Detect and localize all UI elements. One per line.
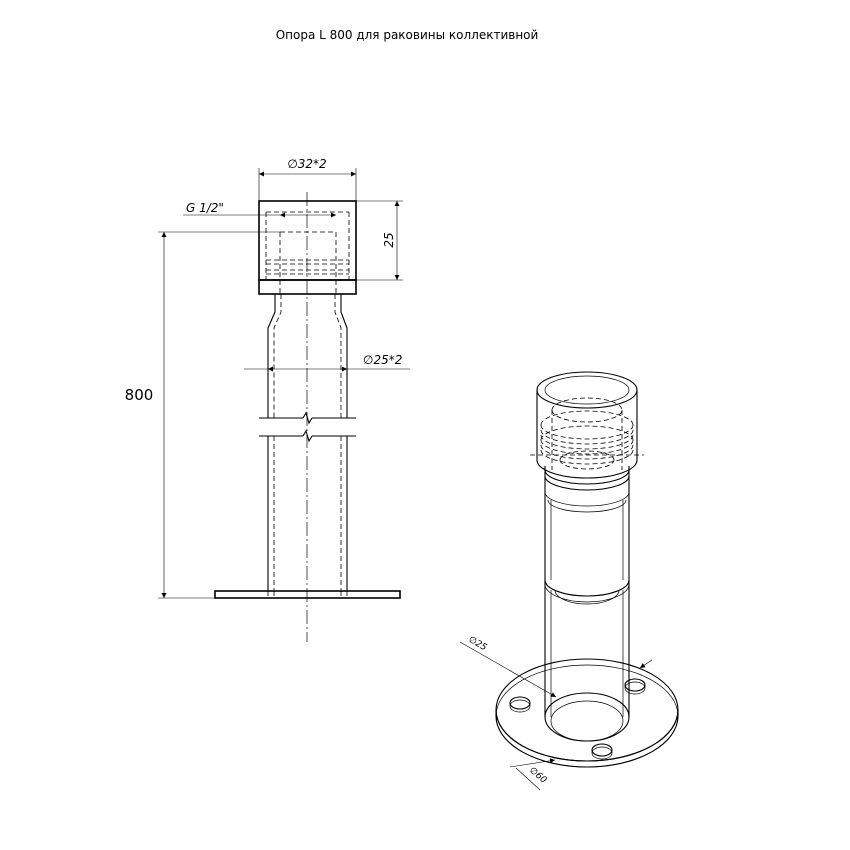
- iso-sleeve: [544, 491, 630, 605]
- dim-socket-height: 25: [356, 200, 403, 281]
- dim-socket-height-label: 25: [382, 232, 396, 247]
- iso-flange: [495, 658, 679, 768]
- pipe-lower: [267, 436, 348, 591]
- dim-thread: G 1/2": [183, 201, 336, 218]
- iso-dim-pipe-diameter-label: ∅25: [467, 635, 489, 653]
- iso-bolt-holes: [509, 678, 646, 760]
- iso-socket-cap: [530, 371, 644, 492]
- dim-length-label: 800: [125, 386, 154, 404]
- front-view: ∅32*2 G 1/2" 25 800 ∅25*2: [125, 157, 410, 642]
- pipe-upper: [267, 294, 348, 418]
- base-plate: [214, 590, 401, 599]
- dim-outer-diameter: ∅32*2: [258, 157, 357, 201]
- socket-cap: [258, 200, 357, 295]
- dim-length: 800: [125, 231, 280, 599]
- iso-dim-flange-diameter-label: ∅60: [527, 766, 548, 786]
- break-marks: [259, 411, 356, 443]
- dim-pipe-diameter: ∅25*2: [244, 353, 410, 372]
- iso-view: ∅25 ∅60: [459, 371, 679, 791]
- iso-pipe-lower: [544, 580, 630, 717]
- drawing-title: Опора L 800 для раковины коллективной: [276, 28, 539, 42]
- dim-thread-label: G 1/2": [186, 201, 224, 215]
- dim-pipe-diameter-label: ∅25*2: [363, 353, 402, 367]
- dim-outer-diameter-label: ∅32*2: [287, 157, 326, 171]
